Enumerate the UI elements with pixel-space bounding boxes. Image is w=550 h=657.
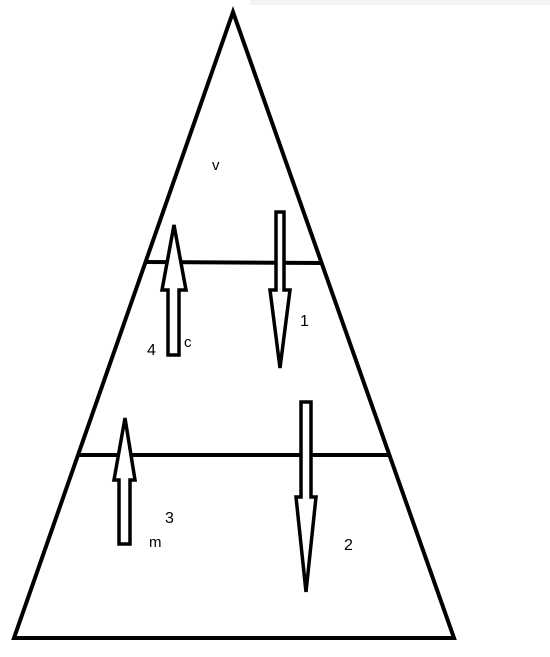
down-arrow-1 <box>268 210 292 369</box>
window-edge <box>250 0 550 5</box>
label-3: 3 <box>165 510 174 527</box>
label-c: c <box>184 334 192 351</box>
label-m: m <box>149 534 162 551</box>
up-arrow-4 <box>159 224 189 357</box>
down-arrow-2 <box>294 400 318 593</box>
label-1: 1 <box>300 313 309 330</box>
pyramid-outline <box>11 5 457 640</box>
label-4: 4 <box>147 342 156 359</box>
label-v: v <box>212 157 220 174</box>
up-arrow-3 <box>111 417 138 546</box>
label-2: 2 <box>344 537 353 554</box>
